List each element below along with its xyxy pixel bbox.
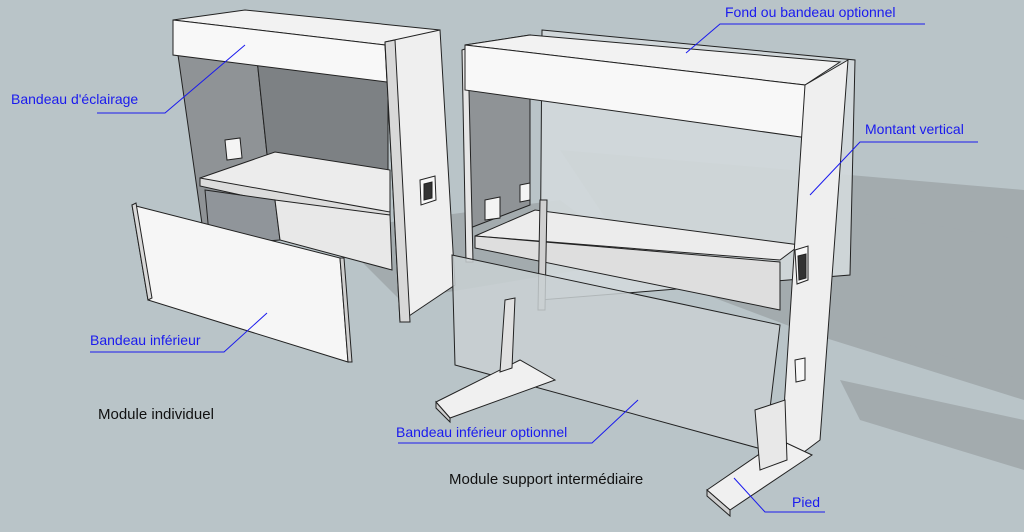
label-fond: Fond ou bandeau optionnel (725, 4, 896, 20)
label-pied: Pied (792, 494, 821, 510)
label-montant: Montant vertical (865, 121, 964, 137)
label-module-support: Module support intermédiaire (449, 471, 644, 488)
label-inferieur-optionnel: Bandeau inférieur optionnel (396, 424, 568, 440)
label-module-individuel: Module individuel (98, 406, 214, 423)
module-support (435, 29, 856, 518)
label-inferieur: Bandeau inférieur (90, 332, 201, 348)
label-eclairage: Bandeau d'éclairage (11, 91, 139, 107)
module-individuel (131, 9, 456, 363)
leader-lines (90, 23, 978, 513)
